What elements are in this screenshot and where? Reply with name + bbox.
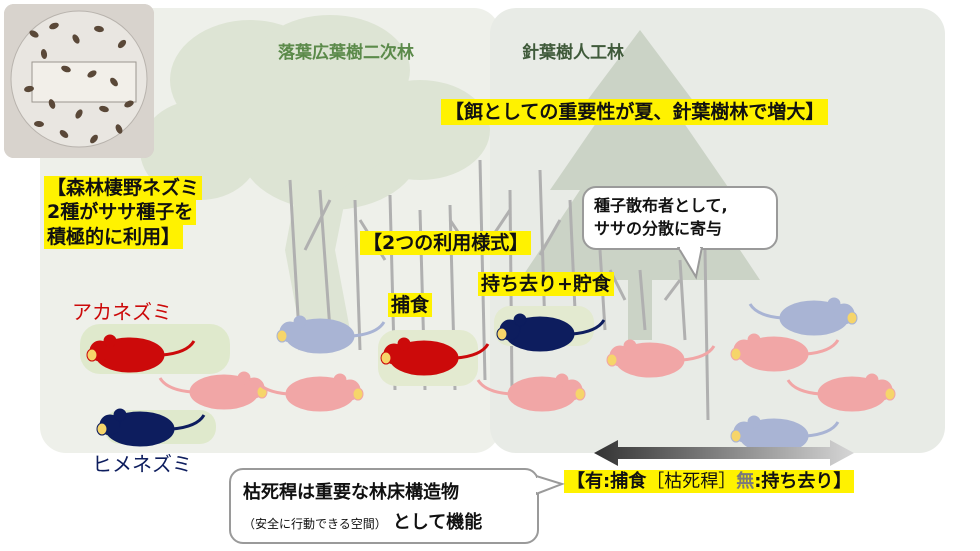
importance-headline: 【餌としての重要性が夏、針葉樹林で増大】 bbox=[441, 99, 829, 126]
structure-bubble-tail bbox=[536, 474, 566, 496]
red-species-label: アカネズミ bbox=[72, 300, 172, 324]
faded-mouse-icon bbox=[158, 370, 269, 411]
mice-use-statement: 【森林棲野ネズミ 2種がササ種子を 積極的に利用】 bbox=[44, 176, 203, 250]
faded-mouse-icon bbox=[275, 314, 386, 355]
blue-species-label: ヒメネズミ bbox=[92, 452, 192, 476]
disperser-line2: ササの分散に寄与 bbox=[594, 219, 723, 239]
mice-use-line3: 積極的に利用】 bbox=[44, 224, 184, 250]
disperser-bubble-tail bbox=[676, 247, 704, 280]
gradient-none-rest: :持ち去り】 bbox=[754, 471, 852, 492]
seed-photo bbox=[4, 4, 154, 158]
akanezumi-mouse-icon bbox=[85, 333, 196, 374]
predation-mouse-icon bbox=[379, 336, 490, 377]
gradient-have: 【有:捕食 bbox=[567, 471, 647, 492]
structure-bubble: 枯死稈は重要な林床構造物 （安全に行動できる空間） として機能 bbox=[229, 468, 539, 544]
double-arrow-icon bbox=[594, 440, 854, 466]
faded-mouse-icon bbox=[729, 332, 840, 373]
faded-mouse-icon bbox=[476, 372, 587, 413]
disperser-bubble: 種子散布者として, ササの分散に寄与 bbox=[582, 186, 778, 250]
caching-mouse-icon bbox=[495, 312, 606, 353]
structure-line1: 枯死稈は重要な林床構造物 bbox=[243, 482, 459, 503]
faded-mouse-icon bbox=[254, 372, 365, 413]
faded-mouse-icon bbox=[786, 372, 897, 413]
mice-use-line1: 【森林棲野ネズミ bbox=[44, 176, 203, 201]
himenezumi-mouse-icon bbox=[95, 407, 206, 448]
faded-mouse-icon bbox=[605, 338, 716, 379]
gradient-none-prefix: 無 bbox=[736, 471, 755, 492]
gradient-legend: 【有:捕食［枯死稈］無:持ち去り】 bbox=[564, 470, 855, 494]
predation-label: 捕食 bbox=[388, 293, 433, 318]
mice-use-line2: 2種がササ種子を bbox=[44, 200, 197, 225]
conifer-forest-label: 針葉樹人工林 bbox=[522, 43, 624, 63]
structure-note: （安全に行動できる空間） bbox=[243, 517, 387, 531]
structure-line2: として機能 bbox=[392, 512, 483, 533]
faded-mouse-icon bbox=[748, 296, 859, 337]
seed-photo-image bbox=[4, 4, 154, 158]
disperser-line1: 種子散布者として, bbox=[594, 196, 728, 215]
usage-title: 【2つの利用様式】 bbox=[360, 231, 532, 256]
caching-label: 持ち去り+貯食 bbox=[478, 272, 614, 297]
deciduous-forest-label: 落葉広葉樹二次林 bbox=[278, 43, 414, 63]
gradient-dead-stems: ［枯死稈］ bbox=[646, 471, 737, 492]
